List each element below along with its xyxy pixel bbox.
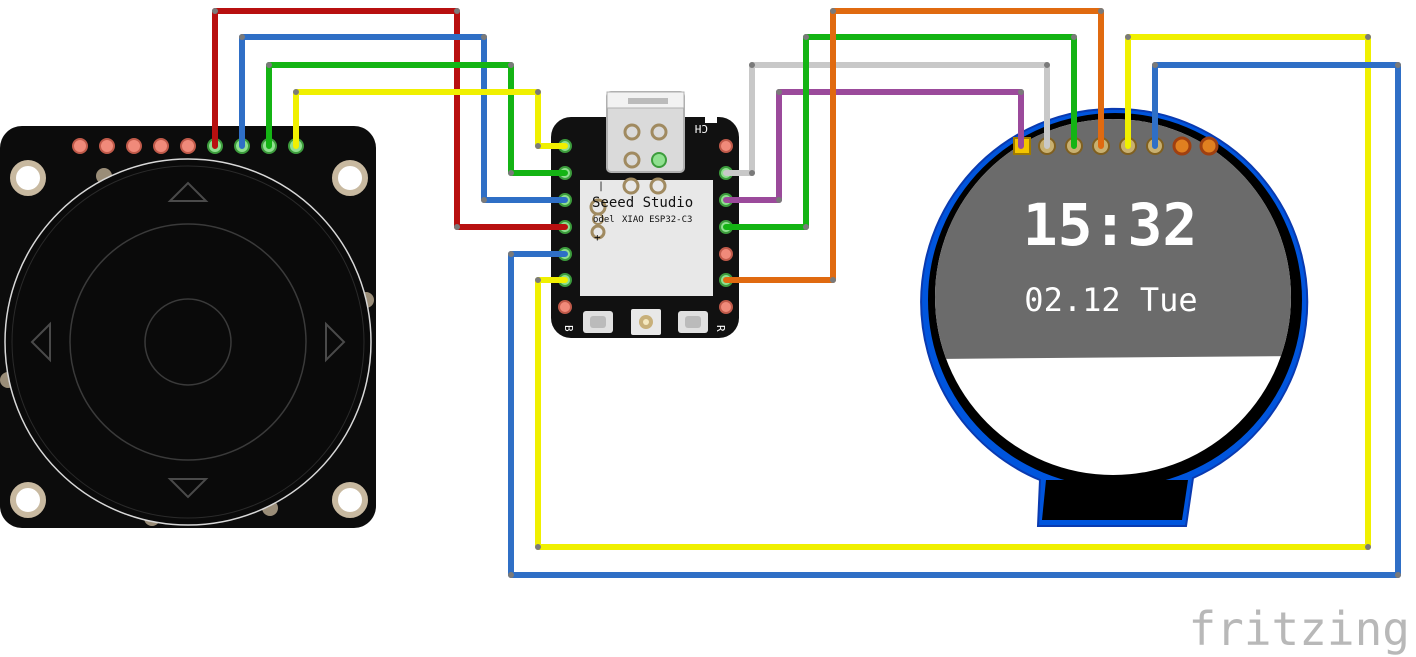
boot-label: B: [562, 325, 575, 332]
wires: [212, 8, 1401, 578]
mounting-hole: [332, 482, 368, 518]
mounting-hole: [332, 160, 368, 196]
reset-label: R: [714, 325, 727, 332]
round-display-module: 15:32 02.12 Tue: [920, 107, 1309, 527]
arrow-right-icon: [325, 321, 346, 363]
model-label: XIAO ESP32-C3: [622, 215, 692, 225]
arrow-down-icon: [167, 478, 209, 499]
mounting-hole: [10, 482, 46, 518]
mounting-hole: [10, 160, 46, 196]
arrow-up-icon: [167, 181, 209, 202]
svg-text:|: |: [598, 181, 604, 192]
xiao-board: CH Seeed Studio odel XIAO ESP32-C3 + |: [551, 91, 739, 338]
time-readout: 15:32: [1023, 191, 1198, 259]
joystick-cap[interactable]: [4, 158, 372, 526]
joystick-module: [0, 126, 376, 528]
date-readout: 02.12 Tue: [1024, 281, 1197, 319]
fritzing-watermark: fritzing: [1188, 602, 1410, 656]
model-prefix: odel: [593, 215, 615, 225]
antenna-label: CH: [695, 122, 708, 135]
boot-button[interactable]: [583, 311, 613, 333]
arrow-left-icon: [30, 321, 51, 363]
display-screen: [935, 119, 1291, 475]
reset-button[interactable]: [678, 311, 708, 333]
brand-label: Seeed Studio: [592, 195, 693, 211]
polarity-plus: +: [594, 231, 601, 244]
led-indicator: [631, 309, 661, 335]
